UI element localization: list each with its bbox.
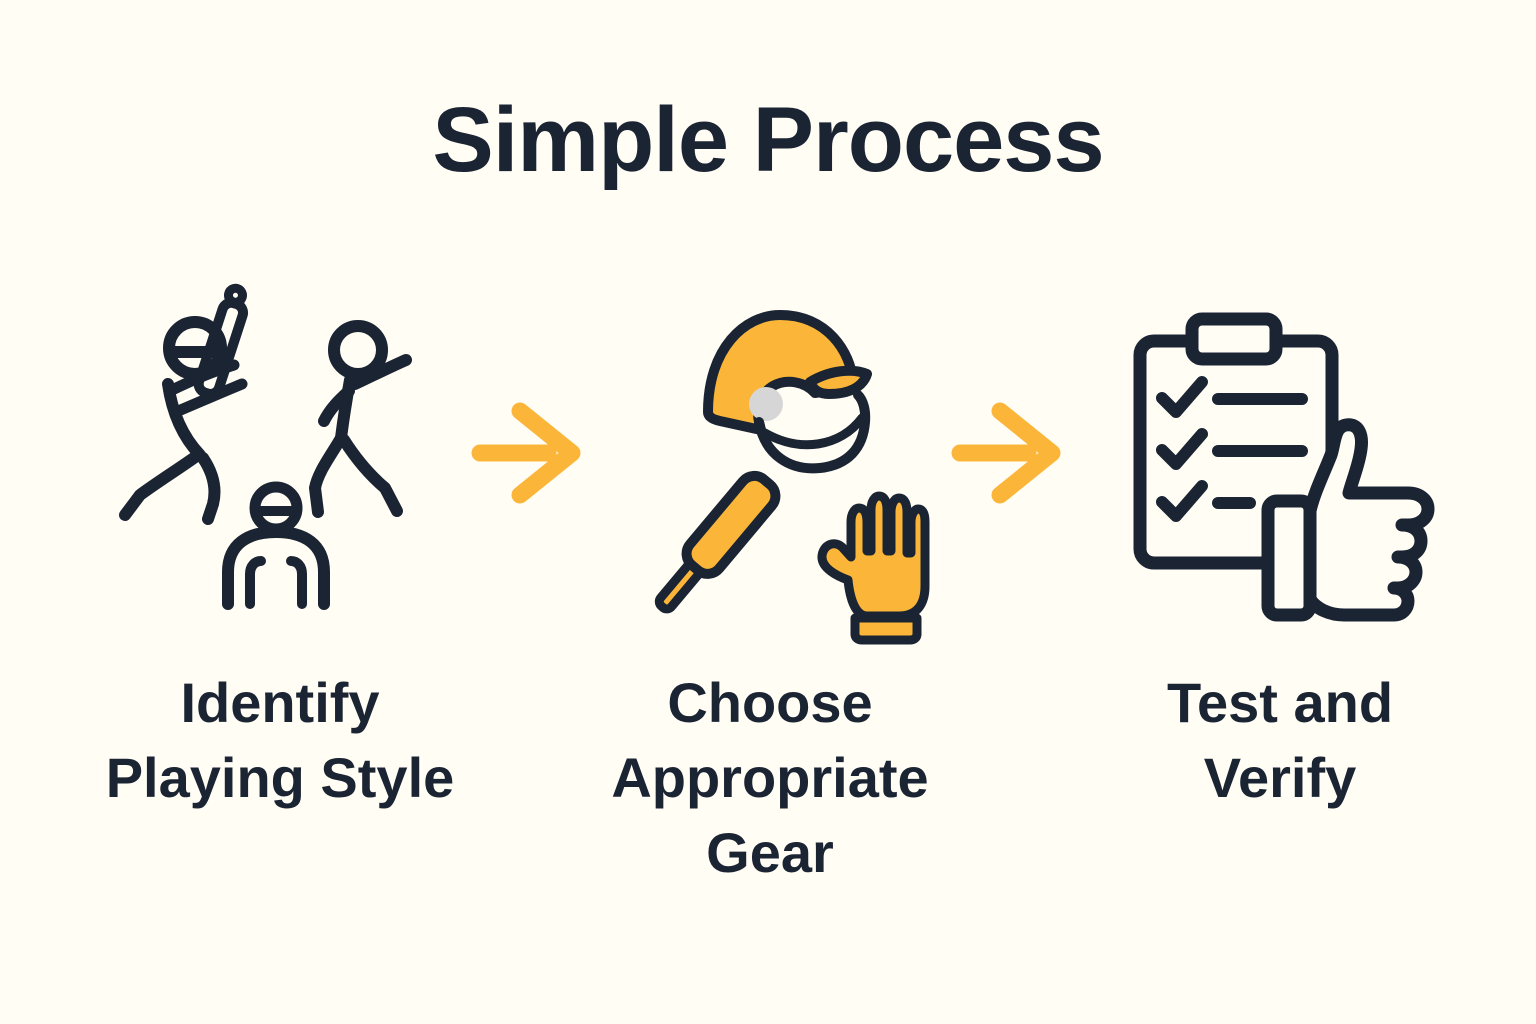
step-label-line: Playing Style xyxy=(105,746,455,809)
list-line xyxy=(1212,393,1308,509)
step-label-line: Gear xyxy=(706,821,834,884)
step-label-line: Test and xyxy=(1166,671,1394,734)
page-title: Simple Process xyxy=(432,89,1104,191)
step-label-choose-appropriate-gear: Choose Appropriate Gear xyxy=(560,665,980,890)
step-label-line: Choose xyxy=(667,671,873,734)
step-label-line: Identify xyxy=(180,671,380,734)
batsman-figure xyxy=(119,283,249,525)
step-label-test-and-verify: Test and Verify xyxy=(1080,665,1480,815)
helmet-ear-patch xyxy=(749,387,783,421)
fielder-figure xyxy=(222,481,330,610)
cricket-gear-icon xyxy=(615,290,935,651)
arrow-right-icon xyxy=(948,398,1068,513)
step-label-line: Verify xyxy=(1203,746,1357,809)
arrow-right-icon xyxy=(468,398,588,513)
helmet-shape xyxy=(703,310,872,474)
thumbs-up-shape xyxy=(1261,418,1435,622)
cricket-players-icon xyxy=(110,272,450,627)
step-label-identify-playing-style: Identify Playing Style xyxy=(40,665,520,815)
checkmark xyxy=(1156,376,1208,522)
bat-shape xyxy=(654,470,781,614)
step-label-line: Appropriate xyxy=(611,746,929,809)
checklist-thumbs-up-icon xyxy=(1112,303,1452,638)
runner-figure xyxy=(309,320,412,518)
glove-shape xyxy=(817,491,930,645)
